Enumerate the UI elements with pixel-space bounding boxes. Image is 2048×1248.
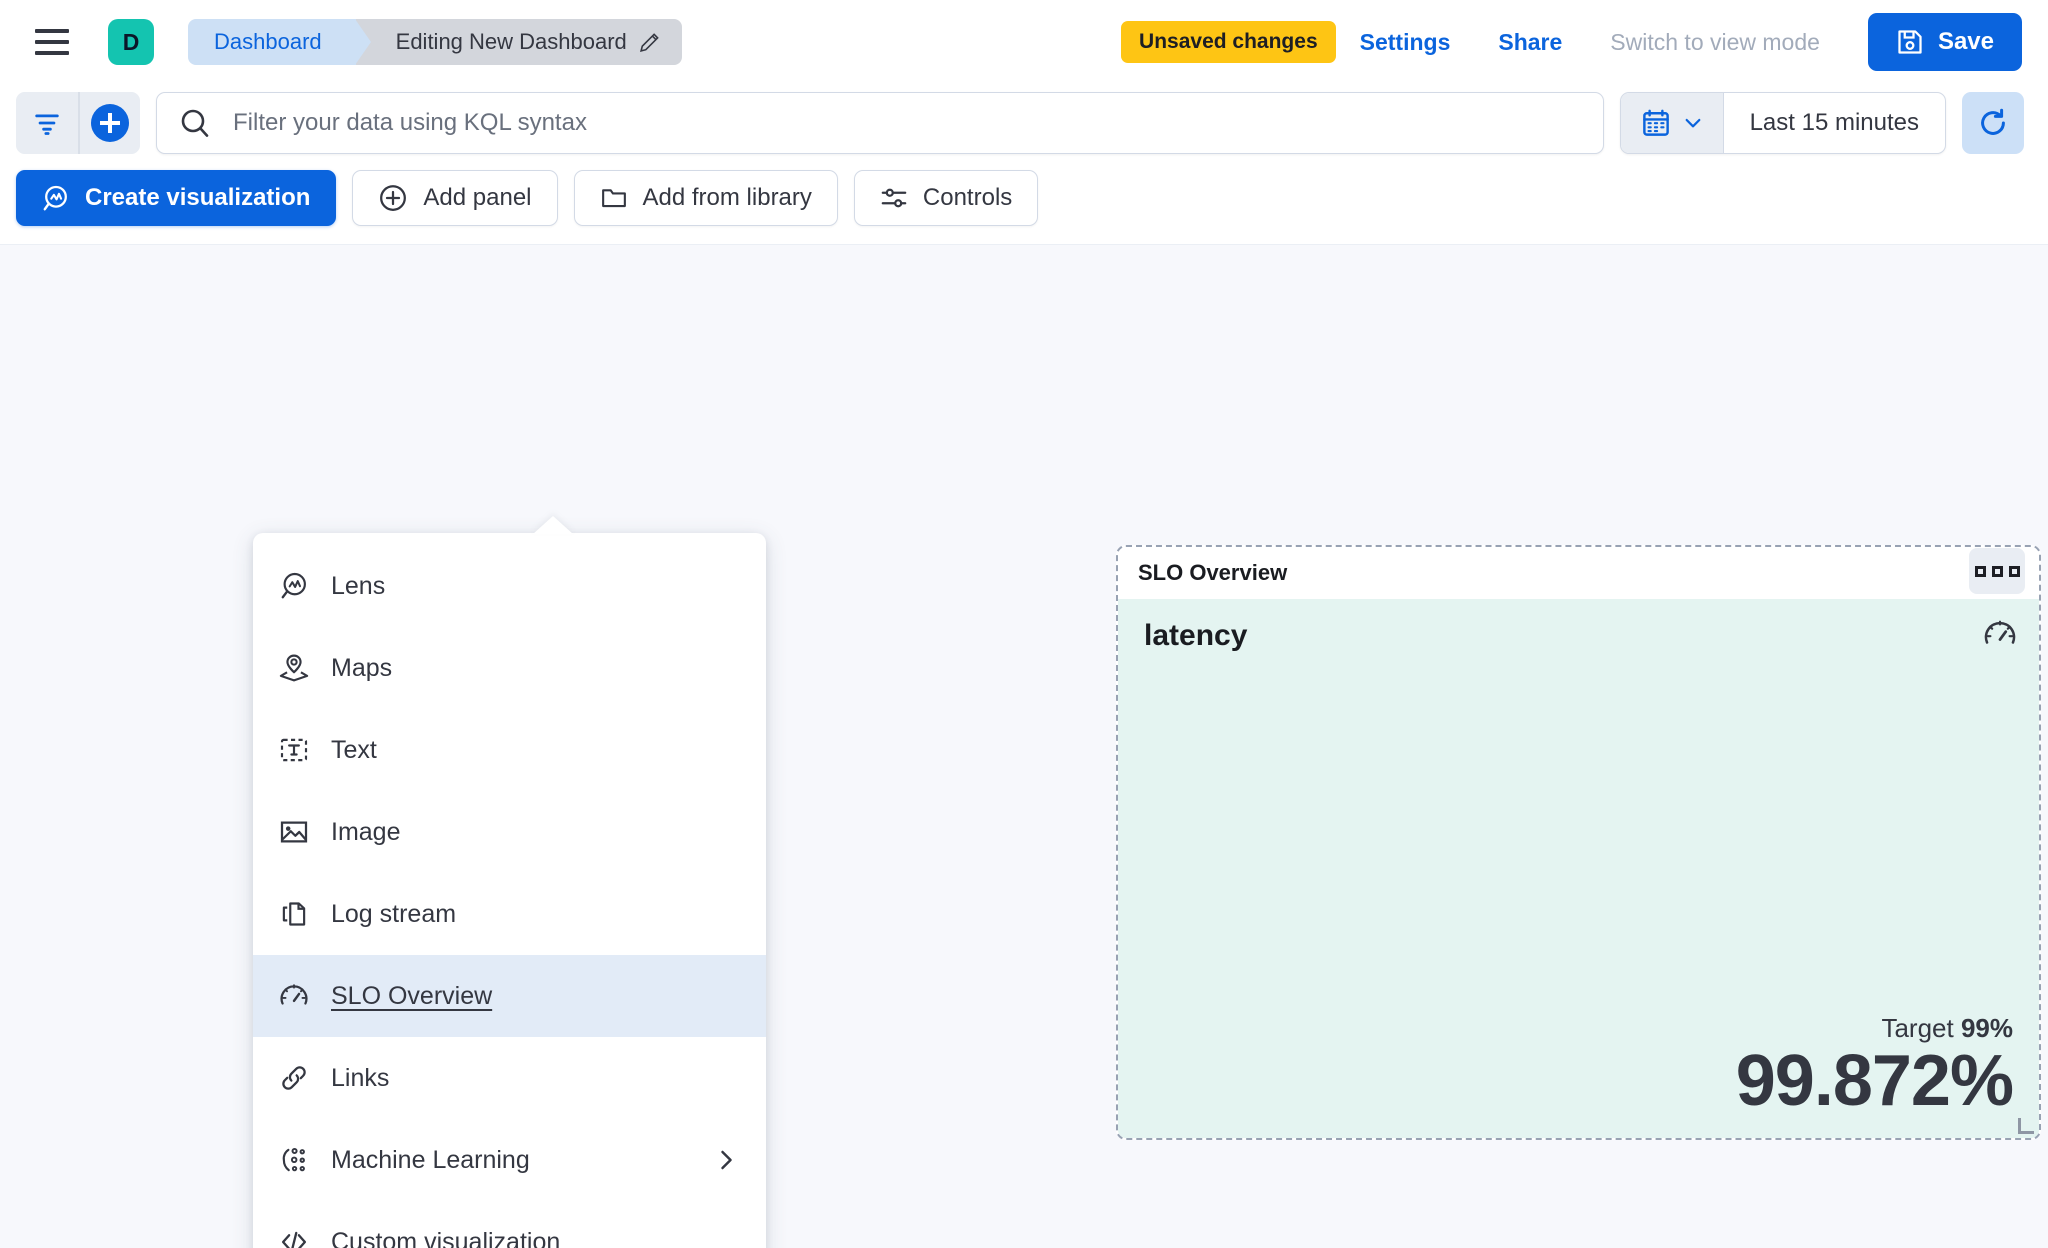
menu-item-slo-overview[interactable]: SLO Overview [253,955,766,1037]
date-picker: Last 15 minutes [1619,92,1946,154]
menu-item-image[interactable]: Image [253,791,766,873]
unsaved-changes-badge[interactable]: Unsaved changes [1121,21,1336,63]
refresh-icon [1977,107,2009,139]
dashboard-panel-slo-overview[interactable]: SLO Overview latency Target 99% [1116,545,2041,1140]
query-bar: Filter your data using KQL syntax Last 1… [0,84,2048,170]
pencil-icon[interactable] [639,32,660,53]
save-button-label: Save [1937,28,1994,55]
image-icon [279,817,309,847]
hamburger-bar [35,40,69,44]
dashboard-canvas: Lens Maps Text [0,245,2048,1248]
text-box-icon [279,735,309,765]
menu-item-label: SLO Overview [331,981,493,1010]
chevron-down-icon [1681,111,1705,135]
hamburger-bar [35,51,69,55]
search-input[interactable]: Filter your data using KQL syntax [156,92,1604,154]
plus-circle-outline-icon [378,183,408,213]
menu-dot [1991,565,2003,577]
link-icon [279,1063,309,1093]
save-button[interactable]: Save [1867,13,2022,71]
menu-item-label: Links [331,1063,390,1092]
lens-icon [279,571,309,601]
space-avatar[interactable]: D [108,19,154,65]
menu-item-log-stream[interactable]: Log stream [253,873,766,955]
slo-name: latency [1144,619,1248,652]
resize-handle-icon[interactable] [2018,1118,2034,1134]
menu-item-machine-learning[interactable]: Machine Learning [253,1119,766,1201]
date-quick-select-button[interactable] [1620,93,1724,153]
add-from-library-button[interactable]: Add from library [573,170,838,226]
add-filter-button[interactable] [78,92,140,154]
log-stream-icon [279,899,309,929]
slo-sli-value: 99.872% [1735,1041,2014,1122]
menu-item-label: Text [331,735,377,764]
add-panel-menu: Lens Maps Text [253,516,766,1248]
slo-target-value: 99% [1960,1013,2013,1044]
hamburger-icon[interactable] [30,20,74,64]
settings-link[interactable]: Settings [1359,28,1451,55]
chevron-right-icon [712,1146,740,1174]
machine-learning-icon [279,1145,309,1175]
add-panel-label: Add panel [423,184,532,211]
add-panel-button[interactable]: Add panel [352,170,558,226]
menu-item-label: Maps [331,653,393,682]
switch-to-view-mode-link[interactable]: Switch to view mode [1610,28,1820,55]
time-range-value[interactable]: Last 15 minutes [1749,109,1919,136]
menu-item-label: Custom visualization [331,1227,561,1248]
menu-item-label: Image [331,817,401,846]
panel-title: SLO Overview [1138,560,1288,585]
gauge-icon [1983,617,2017,651]
panel-context-menu-icon[interactable] [1969,548,2025,594]
filter-icon[interactable] [16,92,78,154]
breadcrumb-item-dashboard[interactable]: Dashboard [188,19,371,65]
sliders-icon [880,184,908,212]
slo-target-label: Target [1881,1013,1954,1044]
menu-item-label: Lens [331,571,386,600]
menu-dot [1974,565,1986,577]
breadcrumb-item-editing[interactable]: Editing New Dashboard [355,19,682,65]
header-actions: Unsaved changes Settings Share Switch to… [1121,13,2022,71]
breadcrumb-label: Dashboard [214,29,322,54]
menu-item-label: Machine Learning [331,1145,530,1174]
lens-icon [42,184,70,212]
slo-target: Target 99% [1144,1013,2013,1044]
search-placeholder: Filter your data using KQL syntax [233,109,587,136]
folder-icon [600,184,628,212]
share-link[interactable]: Share [1498,28,1563,55]
menu-item-maps[interactable]: Maps [253,627,766,709]
create-visualization-label: Create visualization [85,184,311,211]
app-header: D Dashboard Editing New Dashboard Unsave… [0,0,2048,84]
filter-button-group [16,92,140,154]
breadcrumb-label: Editing New Dashboard [395,29,627,54]
breadcrumb: Dashboard Editing New Dashboard [188,19,682,65]
gauge-icon [279,981,309,1011]
controls-button[interactable]: Controls [853,170,1039,226]
menu-item-links[interactable]: Links [253,1037,766,1119]
menu-item-label: Log stream [331,899,457,928]
slo-metrics: Target 99% 99.872% [1144,1013,2014,1122]
hamburger-bar [35,29,69,33]
panel-body: latency Target 99% 99.872% [1118,599,2039,1138]
menu-item-custom-visualization[interactable]: Custom visualization [253,1201,766,1248]
search-icon [179,107,211,139]
editor-toolbar: Create visualization Add panel Add from … [0,170,2048,245]
calendar-icon [1641,108,1671,138]
popover-arrow [533,516,573,534]
create-visualization-button[interactable]: Create visualization [16,170,337,226]
add-from-library-label: Add from library [642,184,812,211]
refresh-button[interactable] [1962,92,2024,154]
menu-item-text[interactable]: Text [253,709,766,791]
map-marker-layers-icon [279,653,309,683]
panel-header: SLO Overview [1118,547,2039,599]
plus-circle-icon [91,104,129,142]
code-icon [279,1227,309,1248]
menu-item-lens[interactable]: Lens [253,545,766,627]
floppy-disk-icon [1896,28,1924,56]
controls-label: Controls [922,184,1013,211]
menu-dot [2008,565,2020,577]
